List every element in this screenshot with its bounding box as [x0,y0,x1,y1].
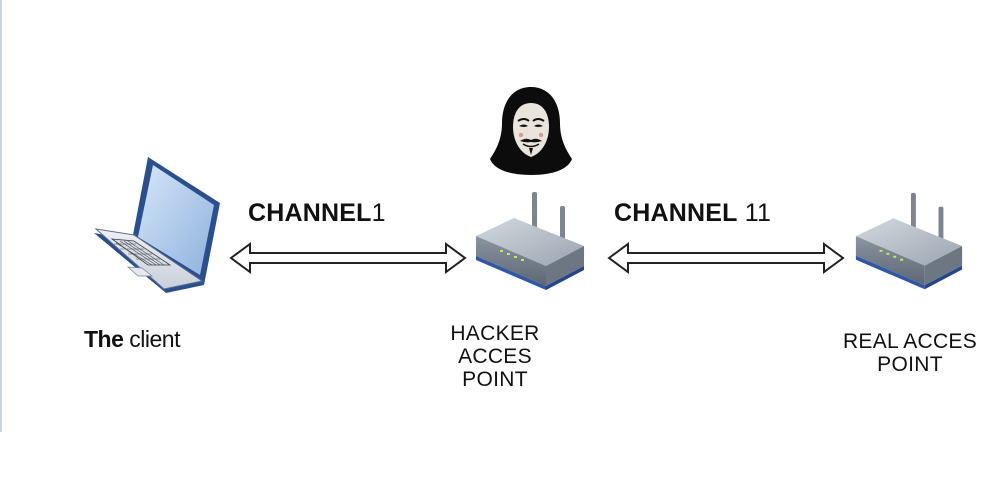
router-icon [855,192,963,290]
channel-right-label: CHANNEL 11 [614,199,771,228]
hacker-icon [490,87,572,175]
router-icon [476,192,584,290]
client-label-the: The [84,326,124,352]
real-ap-label: REAL ACCES POINT [830,330,990,376]
left-border-rule [0,0,2,432]
hacker-ap-line3: POINT [462,368,528,391]
channel-left-number: 1 [371,199,386,227]
real-ap-line2: POINT [877,353,943,376]
channel-left-word: CHANNEL [248,199,372,227]
channel-left-label: CHANNEL1 [248,199,386,228]
client-label-word: client [129,326,180,352]
real-ap-line1: REAL ACCES [842,330,978,353]
channel-right-word: CHANNEL [614,199,738,227]
hacker-ap-label: HACKER ACCES POINT [430,322,560,391]
double-arrow-icon [607,242,845,274]
hacker-ap-line2: ACCES [458,345,532,368]
channel-right-number: 11 [744,199,772,227]
hacker-ap-line1: HACKER [450,322,540,345]
client-label: The client [84,326,180,353]
double-arrow-icon [229,242,467,274]
laptop-icon [94,157,220,293]
